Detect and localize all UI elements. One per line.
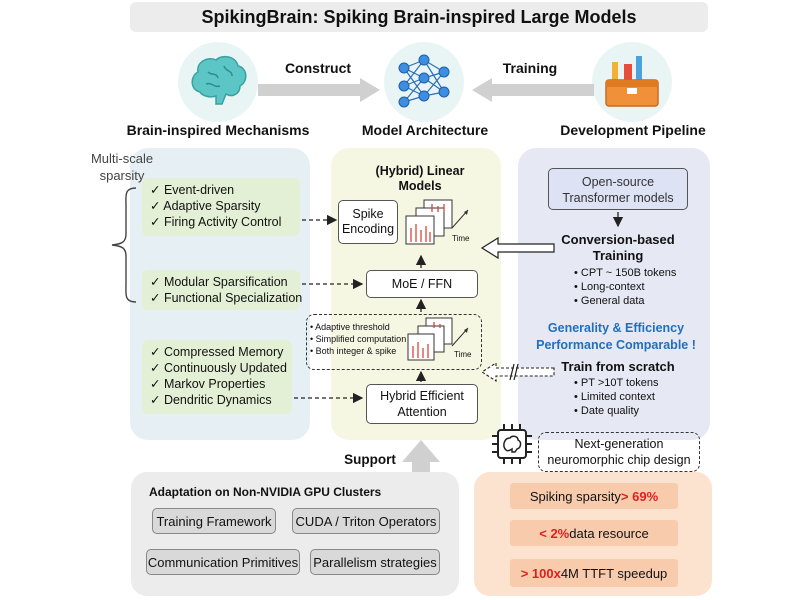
compressed-memory-group: ✓ Compressed Memory ✓ Continuously Updat… (142, 340, 292, 414)
modular-sparsification-group: ✓ Modular Sparsification ✓ Functional Sp… (142, 270, 302, 310)
gpu-adaptation-title: Adaptation on Non-NVIDIA GPU Clusters (149, 485, 382, 499)
scratch-items: • PT >10T tokens • Limited context • Dat… (574, 377, 659, 417)
page-title: SpikingBrain: Spiking Brain-inspired Lar… (130, 2, 708, 32)
attention-notes-region (306, 314, 482, 370)
multiscale-sparsity-label: Multi-scale sparsity (90, 151, 154, 183)
model-architecture-label: Model Architecture (361, 122, 489, 138)
spike-train-icon-2 (407, 317, 469, 361)
spiking-sparsity-stat: Spiking sparsity > 69% (510, 483, 678, 509)
gpu-adaptation-panel (131, 472, 459, 596)
brain-icon (178, 42, 258, 122)
attention-notes: • Adaptive threshold • Simplified comput… (310, 322, 407, 356)
conversion-arrow (480, 236, 555, 260)
brain-mechanisms-label: Brain-inspired Mechanisms (126, 122, 310, 138)
spike-encoding-box: Spike Encoding (338, 200, 398, 244)
scratch-arrow (480, 362, 555, 382)
linear-models-header: (Hybrid) Linear Models (375, 164, 465, 193)
neural-network-icon (384, 42, 464, 122)
hybrid-attention-box: Hybrid Efficient Attention (366, 384, 478, 424)
parallelism-strategies-tag: Parallelism strategies (310, 549, 440, 575)
time-label-2: Time (454, 350, 472, 359)
chip-icon (492, 424, 532, 464)
train-from-scratch-title: Train from scratch (561, 359, 675, 374)
conversion-items: • CPT ~ 150B tokens • Long-context • Gen… (574, 267, 677, 307)
neuromorphic-chip-box: Next-generation neuromorphic chip design (538, 432, 700, 472)
opensource-box: Open-source Transformer models (548, 168, 688, 210)
communication-primitives-tag: Communication Primitives (146, 549, 300, 575)
cuda-triton-operators-tag: CUDA / Triton Operators (292, 508, 440, 534)
training-arrow (472, 78, 594, 102)
construct-arrow (258, 78, 380, 102)
ttft-speedup-stat: > 100x 4M TTFT speedup (510, 559, 678, 587)
construct-label: Construct (284, 60, 352, 76)
brace (111, 187, 137, 303)
moe-ffn-box: MoE / FFN (366, 270, 478, 298)
spike-train-icon (405, 199, 469, 245)
toolbox-icon (592, 42, 672, 122)
support-label: Support (344, 452, 396, 467)
development-pipeline-label: Development Pipeline (560, 122, 706, 138)
time-label-1: Time (452, 234, 470, 243)
conversion-training-title: Conversion-based Training (561, 232, 675, 263)
generality-text: Generality & Efficiency Performance Comp… (536, 321, 696, 352)
event-driven-group: ✓ Event-driven ✓ Adaptive Sparsity ✓ Fir… (142, 178, 300, 236)
training-label: Training (502, 60, 558, 76)
data-resource-stat: < 2% data resource (510, 520, 678, 546)
training-framework-tag: Training Framework (152, 508, 276, 534)
